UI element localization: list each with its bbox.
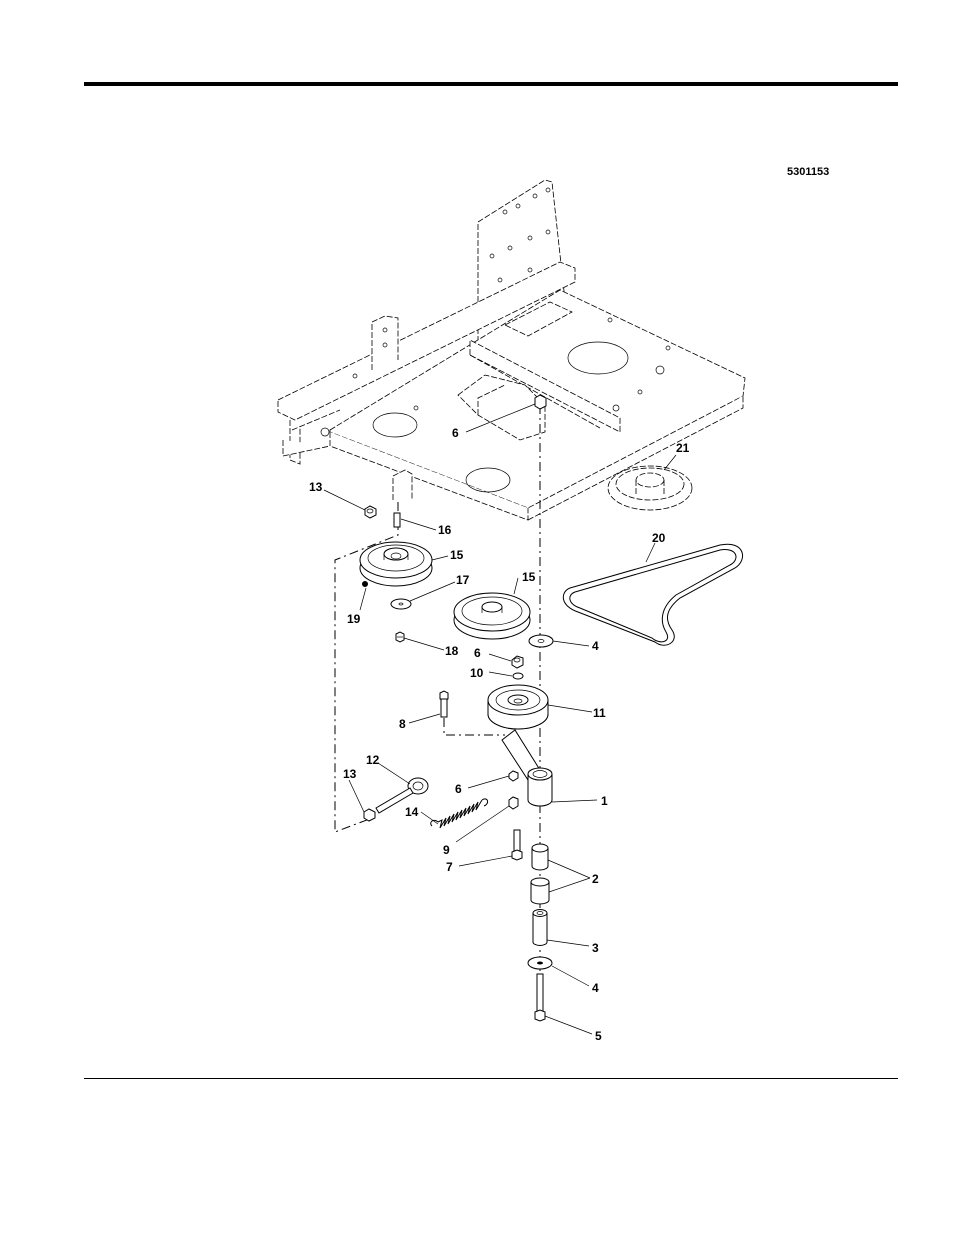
callout-8: 8 <box>399 717 406 731</box>
callout-15-left: 15 <box>450 548 464 562</box>
part-12-eye-bolt <box>376 778 428 813</box>
callout-19: 19 <box>347 612 361 626</box>
drawing-number: 5301153 <box>787 166 829 178</box>
part-8-bolt <box>440 691 448 717</box>
part-11-idler-pulley <box>488 685 548 729</box>
chassis-frame <box>278 180 745 520</box>
callout-17: 17 <box>456 573 470 587</box>
callout-2: 2 <box>592 872 599 886</box>
callout-20: 20 <box>652 531 666 545</box>
part-17-washer <box>391 599 411 609</box>
callout-4-upper: 4 <box>592 639 599 653</box>
part-2-bushing-lower <box>531 878 549 904</box>
callout-14: 14 <box>405 805 419 819</box>
part-3-spacer <box>533 910 547 946</box>
callout-4-lower: 4 <box>592 981 599 995</box>
part-9-nut <box>509 797 518 809</box>
callout-7: 7 <box>446 860 453 874</box>
callout-12: 12 <box>366 753 380 767</box>
callout-1: 1 <box>601 794 608 808</box>
callout-10: 10 <box>470 666 484 680</box>
part-1-idler-arm <box>502 730 552 806</box>
part-10-washer <box>513 673 523 679</box>
part-4-washer-lower <box>528 957 552 969</box>
callout-5: 5 <box>595 1029 602 1043</box>
callout-6-frame: 6 <box>452 426 459 440</box>
callout-11: 11 <box>593 706 606 720</box>
part-16-pin <box>394 513 400 527</box>
callout-13-lower: 13 <box>343 767 357 781</box>
part-21-pulley <box>608 466 692 510</box>
part-13-nut-lower <box>364 809 375 821</box>
callout-6-lower: 6 <box>455 782 462 796</box>
part-7-bolt <box>512 830 522 860</box>
part-4-washer-upper <box>529 635 553 647</box>
callout-15-right: 15 <box>522 570 536 584</box>
callout-3: 3 <box>592 941 599 955</box>
part-20-belt <box>563 544 742 645</box>
callout-16: 16 <box>438 523 452 537</box>
part-6-nut-frame <box>535 395 546 409</box>
callout-18: 18 <box>445 644 459 658</box>
callout-labels: 6 21 13 16 20 15 15 17 19 4 18 6 10 11 8… <box>309 426 690 1043</box>
callout-13-top: 13 <box>309 480 323 494</box>
part-15-pulley-right <box>454 593 530 639</box>
part-18-screw <box>396 632 404 642</box>
part-15-pulley-left <box>360 542 432 586</box>
callout-21: 21 <box>676 441 690 455</box>
part-19-set-screw <box>362 581 368 587</box>
part-14-spring <box>431 799 488 828</box>
part-5-bolt <box>535 974 545 1021</box>
part-6-nut-lower <box>509 771 518 781</box>
part-6-nut-middle <box>512 656 523 668</box>
callout-6-middle: 6 <box>474 646 481 660</box>
part-13-nut-top <box>365 506 376 518</box>
part-2-bushing-upper <box>532 844 548 870</box>
callout-9: 9 <box>443 843 450 857</box>
